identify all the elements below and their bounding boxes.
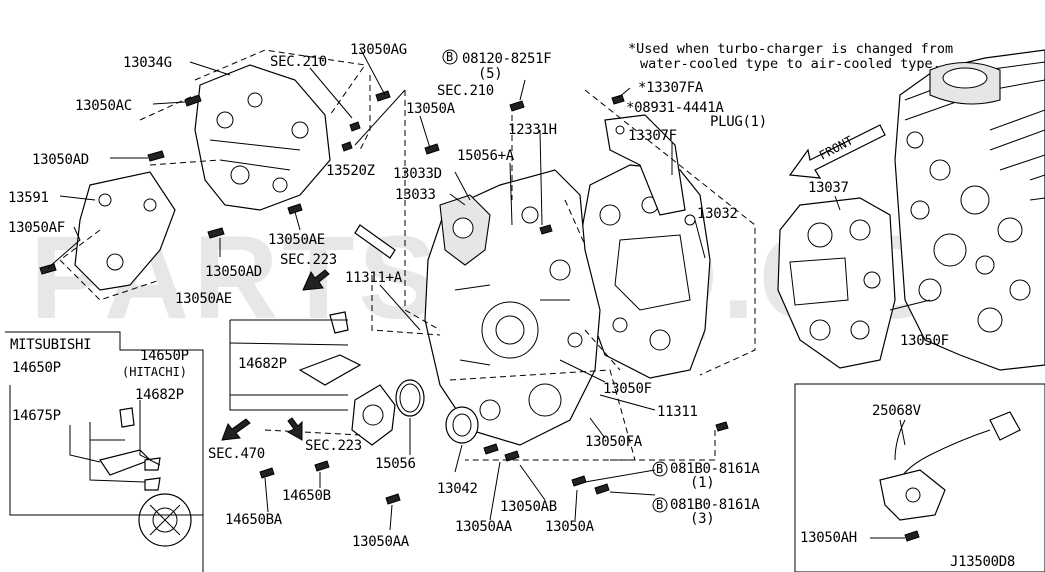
notes: *Used when turbo-charger is changed from…: [628, 41, 953, 163]
label-13591: 13591: [8, 190, 49, 206]
label-sec223-b: SEC.223: [305, 438, 362, 454]
label-25068V: 25068V: [872, 403, 922, 419]
label-13034G: 13034G: [123, 55, 172, 71]
label-13050AD-top: 13050AD: [32, 152, 89, 168]
hitachi-frame: [230, 319, 348, 411]
label-13050AH: 13050AH: [800, 530, 857, 546]
o-ring-15056: [395, 379, 425, 417]
label-13050F-mid: 13050F: [603, 381, 652, 397]
label-13050AE-left: 13050AE: [175, 291, 232, 307]
label-mitsubishi: MITSUBISHI: [10, 337, 91, 353]
label-13307F: 13307F: [628, 128, 677, 144]
label-13042: 13042: [437, 481, 478, 497]
label-13050F-right: 13050F: [900, 333, 949, 349]
label-15056A: 15056+A: [457, 148, 515, 164]
label-13050AA-b: 13050AA: [455, 519, 513, 535]
inner-cover-13032: [579, 164, 711, 379]
gasket-13037: [777, 197, 896, 369]
label-hitachi: (HITACHI): [122, 365, 187, 379]
label-13050AC: 13050AC: [75, 98, 132, 114]
front-arrow-icon: [788, 124, 886, 179]
mitsubishi-frame-inner: [9, 385, 203, 516]
label-081B0-8161A-a: 081B0-8161A: [670, 461, 760, 477]
bracket-13591: [74, 171, 176, 291]
label-13520Z: 13520Z: [326, 163, 375, 179]
label-15056: 15056: [375, 456, 416, 472]
label-081B0-a-qty: (1): [690, 475, 714, 491]
label-13032: 13032: [697, 206, 738, 222]
label-14650P-mit: 14650P: [12, 360, 61, 376]
label-13033: 13033: [395, 187, 436, 203]
label-13033D: 13033D: [393, 166, 442, 182]
label-sec210-b: SEC.210: [437, 83, 494, 99]
solenoid-14650P: [298, 311, 396, 446]
label-sec223-a: SEC.223: [280, 252, 337, 268]
label-13050AA-a: 13050AA: [352, 534, 410, 550]
label-13050AB: 13050AB: [500, 499, 557, 515]
mitsubishi-frame: [5, 331, 204, 572]
sensor-inset-frame: [794, 383, 1045, 572]
label-08120-8251F: 08120-8251F: [462, 51, 551, 67]
part-labels: 13034G 13050AC 13050AD 13591 13050AF 130…: [8, 42, 1015, 570]
b-marker-letters: B B B: [446, 50, 663, 512]
label-13050AD-low: 13050AD: [205, 264, 262, 280]
label-11311: 11311: [657, 404, 698, 420]
label-13050AE-mid: 13050AE: [268, 232, 325, 248]
label-14650BA: 14650BA: [225, 512, 283, 528]
label-13307FA: *13307FA: [638, 80, 704, 96]
label-13050A-top: 13050A: [406, 101, 456, 117]
sensor-25068V: [879, 411, 1021, 521]
crank-seal-13042: [445, 406, 479, 444]
label-sec210-a: SEC.210: [270, 54, 327, 70]
label-13050FA: 13050FA: [585, 434, 643, 450]
b-marker-3: B: [656, 498, 663, 512]
label-14650P: 14650P: [140, 348, 189, 364]
label-14675P: 14675P: [12, 408, 61, 424]
label-13050AG: 13050AG: [350, 42, 407, 58]
label-13050A-bot: 13050A: [545, 519, 595, 535]
upper-cover-13034G: [194, 64, 331, 211]
label-13050AF: 13050AF: [8, 220, 65, 236]
tube-13520Z: [354, 224, 396, 259]
label-13037: 13037: [808, 180, 849, 196]
b-marker-2: B: [656, 462, 663, 476]
housing-13033: [439, 194, 491, 266]
bolt-icons: [39, 90, 920, 542]
direction-arrows: [221, 269, 330, 441]
b-markers: [442, 49, 668, 513]
label-11311A: 11311+A: [345, 270, 403, 286]
gasket-13307F: [604, 114, 686, 216]
label-08931-4441A: *08931-4441A: [626, 100, 724, 116]
engine-block-illustration: [894, 49, 1045, 371]
diagram-code: J13500D8: [950, 554, 1015, 570]
label-sec470: SEC.470: [208, 446, 265, 462]
label-plug: PLUG(1): [710, 114, 767, 130]
assembly-lines: [59, 49, 756, 461]
label-14682P-mit: 14682P: [135, 387, 184, 403]
label-081B0-b-qty: (3): [690, 511, 714, 527]
label-14650B: 14650B: [282, 488, 331, 504]
label-081B0-8161A-b: 081B0-8161A: [670, 497, 760, 513]
note-line-1: *Used when turbo-charger is changed from: [628, 41, 953, 57]
note-line-2: water-cooled type to air-cooled type.: [640, 56, 941, 72]
label-08120-qty: (5): [478, 66, 502, 82]
pump-mitsubishi: [99, 407, 192, 547]
label-12331H: 12331H: [508, 122, 557, 138]
label-14682P-mid: 14682P: [238, 356, 287, 372]
b-marker-1: B: [446, 50, 453, 64]
